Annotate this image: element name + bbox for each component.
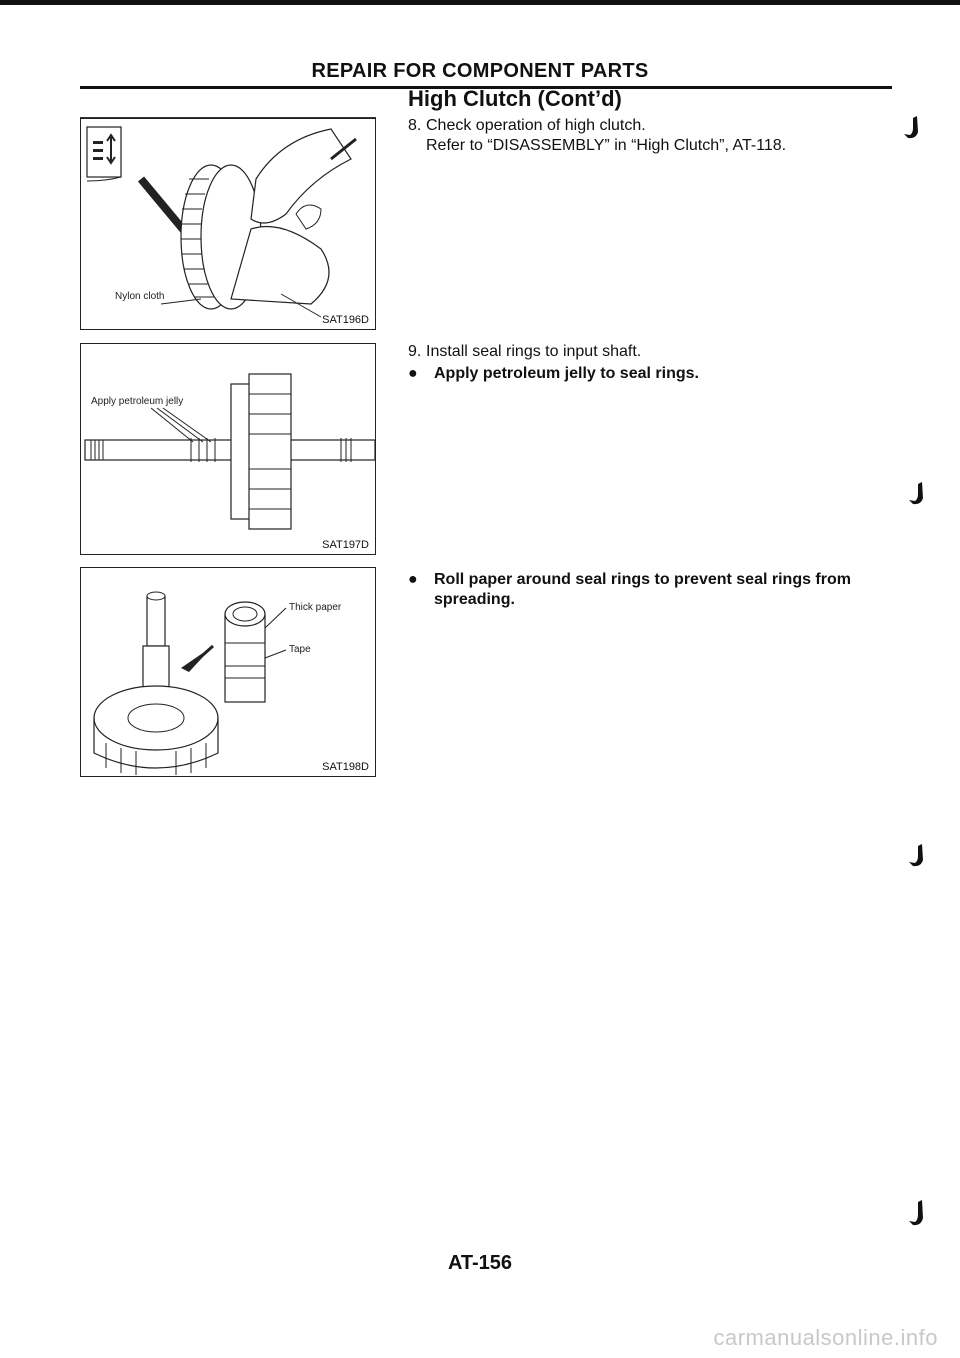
check-mark-icon xyxy=(909,1200,923,1226)
seal-ring-paper-illustration xyxy=(93,591,287,775)
step-9: 9.Install seal rings to input shaft. xyxy=(408,342,898,362)
label-thick-paper: Thick paper xyxy=(289,602,342,613)
watermark: carmanualsonline.info xyxy=(713,1325,938,1350)
figure-code: SAT196D xyxy=(322,314,369,326)
header-rule xyxy=(80,86,892,89)
figure-code: SAT197D xyxy=(322,539,369,551)
label-apply-petroleum-jelly: Apply petroleum jelly xyxy=(91,396,184,407)
bullet-dot: ● xyxy=(408,571,418,588)
input-shaft-illustration xyxy=(84,373,375,530)
bullet-apply-petroleum-jelly: ● Apply petroleum jelly to seal rings. xyxy=(408,364,898,384)
clutch-check-illustration xyxy=(86,126,357,318)
section-title: High Clutch (Cont’d) xyxy=(408,86,622,111)
page-number: AT-156 xyxy=(447,1252,513,1274)
bullet-text: Apply petroleum jelly to seal rings. xyxy=(434,365,699,382)
step-reference: Refer to “DISASSEMBLY” in “High Clutch”,… xyxy=(426,137,787,154)
figure-sat197d: Apply petroleum jelly SAT197D xyxy=(80,343,376,555)
step-number: 8. xyxy=(408,117,422,134)
figure-sat198d: Thick paper Tape SAT198D xyxy=(80,567,376,777)
label-tape: Tape xyxy=(289,644,311,655)
step-8: 8.Check operation of high clutch. Refer … xyxy=(408,116,898,156)
figure-sat196d: Nylon cloth SAT196D xyxy=(80,118,376,330)
bullet-dot: ● xyxy=(408,365,418,382)
check-mark-icon xyxy=(909,844,923,867)
figure-code: SAT198D xyxy=(322,761,369,773)
section-rule xyxy=(80,117,376,118)
check-mark-icon xyxy=(904,116,918,139)
bullet-roll-paper: ● Roll paper around seal rings to preven… xyxy=(408,570,898,610)
step-text: Check operation of high clutch. xyxy=(426,117,646,134)
bullet-text: Roll paper around seal rings to prevent … xyxy=(434,571,851,608)
top-border xyxy=(0,0,960,5)
step-text: Install seal rings to input shaft. xyxy=(426,343,642,360)
step-number: 9. xyxy=(408,343,422,360)
label-nylon-cloth: Nylon cloth xyxy=(115,291,165,302)
check-mark-icon xyxy=(909,482,923,505)
page-header-title: REPAIR FOR COMPONENT PARTS xyxy=(311,60,649,82)
